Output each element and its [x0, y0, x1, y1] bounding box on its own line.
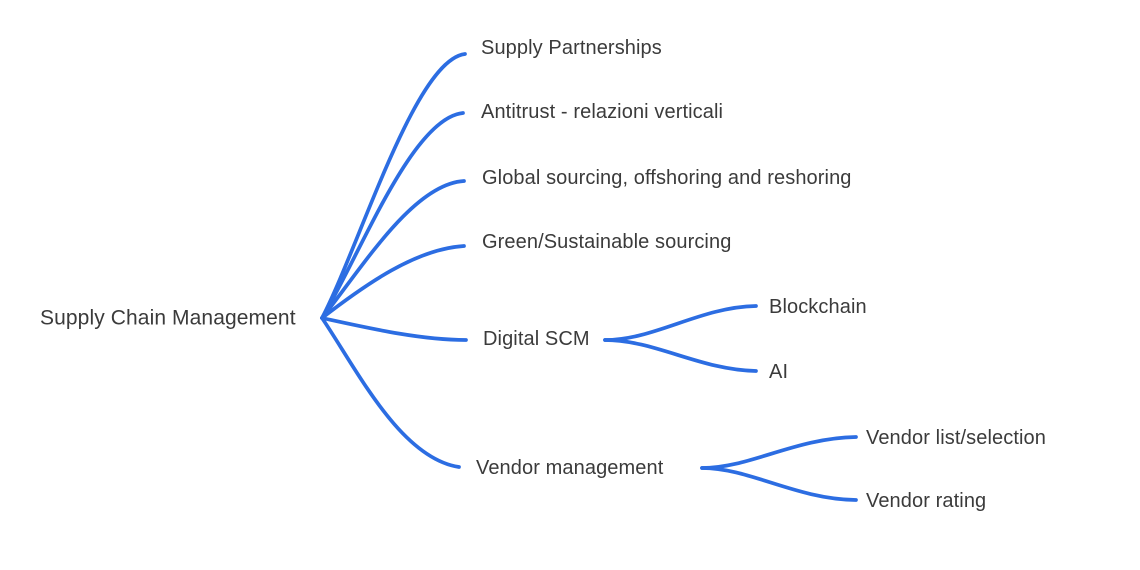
node-green-sustainable-sourcing[interactable]: Green/Sustainable sourcing — [482, 231, 732, 253]
edge-digital-scm-ai — [603, 338, 758, 373]
node-supply-partnerships[interactable]: Supply Partnerships — [481, 37, 662, 59]
edge-root-antitrust — [320, 111, 465, 320]
edge-vendor-management-vendor-list — [700, 435, 858, 470]
node-antitrust-relazioni-verticali[interactable]: Antitrust - relazioni verticali — [481, 101, 724, 123]
edge-root-vendor-management — [320, 316, 461, 469]
edge-digital-scm-blockchain — [603, 304, 758, 342]
node-digital-scm[interactable]: Digital SCM — [483, 328, 590, 350]
node-supply-chain-management[interactable]: Supply Chain Management — [40, 306, 296, 330]
edge-root-digital-scm — [320, 316, 468, 342]
edge-root-supply-partnerships — [320, 52, 467, 320]
edge-root-green-sourcing — [320, 244, 466, 320]
node-global-sourcing-offshoring-reshoring[interactable]: Global sourcing, offshoring and reshorin… — [482, 167, 852, 189]
edge-vendor-management-vendor-rating — [700, 466, 858, 502]
node-vendor-management[interactable]: Vendor management — [476, 457, 664, 479]
edge-root-global-sourcing — [320, 179, 466, 320]
node-blockchain[interactable]: Blockchain — [769, 296, 867, 318]
node-vendor-rating[interactable]: Vendor rating — [866, 490, 987, 512]
node-vendor-list-selection[interactable]: Vendor list/selection — [866, 427, 1046, 449]
node-ai[interactable]: AI — [769, 361, 789, 383]
